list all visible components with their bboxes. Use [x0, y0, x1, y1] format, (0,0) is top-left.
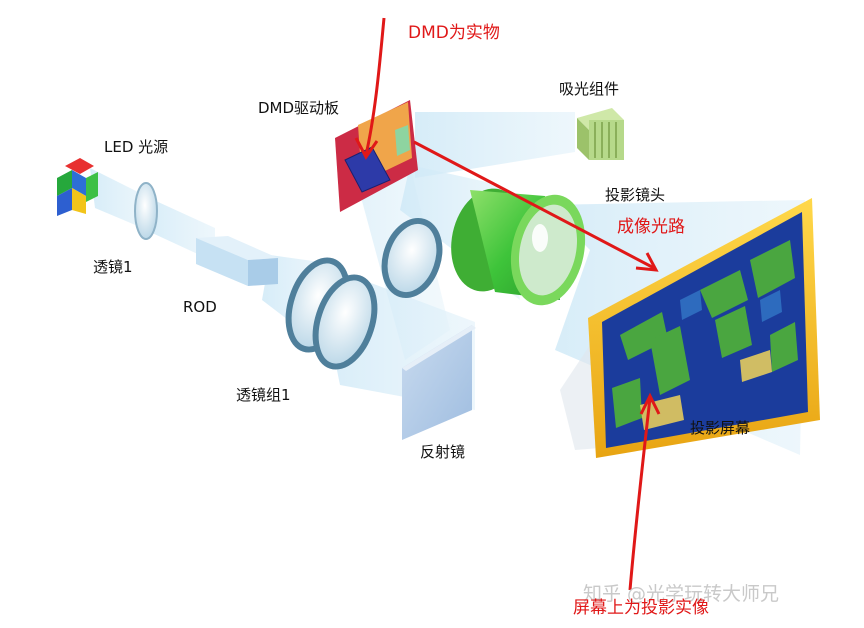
label-absorber: 吸光组件 [559, 80, 620, 98]
projection-screen-icon [588, 198, 820, 458]
label-lens-group1: 透镜组1 [236, 386, 291, 404]
rod-icon [196, 236, 278, 286]
label-projection-lens: 投影镜头 [605, 186, 666, 204]
led-source-icon [57, 158, 98, 216]
arrow-dmd-real [354, 17, 386, 160]
absorber-icon [577, 108, 624, 160]
annotation-imaging-path: 成像光路 [617, 217, 685, 237]
lens1-icon [134, 182, 158, 240]
projection-lens-icon [451, 188, 586, 306]
label-projection-screen: 投影屏幕 [690, 419, 751, 437]
label-lens1: 透镜1 [93, 258, 133, 276]
arrow-real-image [628, 392, 661, 591]
label-led-source: LED 光源 [104, 138, 169, 156]
dmd-board-icon [335, 100, 418, 212]
reflector-icon [402, 325, 476, 440]
arrow-imaging-path [413, 140, 659, 272]
relay-lens-icon [381, 217, 443, 299]
label-dmd-board: DMD驱动板 [258, 99, 340, 117]
lens-group1-icon [285, 257, 378, 370]
watermark: 知乎 @光学玩转大师兄 [583, 583, 780, 605]
label-rod: ROD [183, 298, 217, 316]
screen-reflection [560, 330, 600, 450]
beam-dmd-to-absorber [415, 112, 575, 178]
annotation-real-image: 屏幕上为投影实像 [573, 598, 709, 618]
annotation-dmd-real: DMD为实物 [408, 23, 500, 43]
label-reflector: 反射镜 [420, 443, 466, 461]
